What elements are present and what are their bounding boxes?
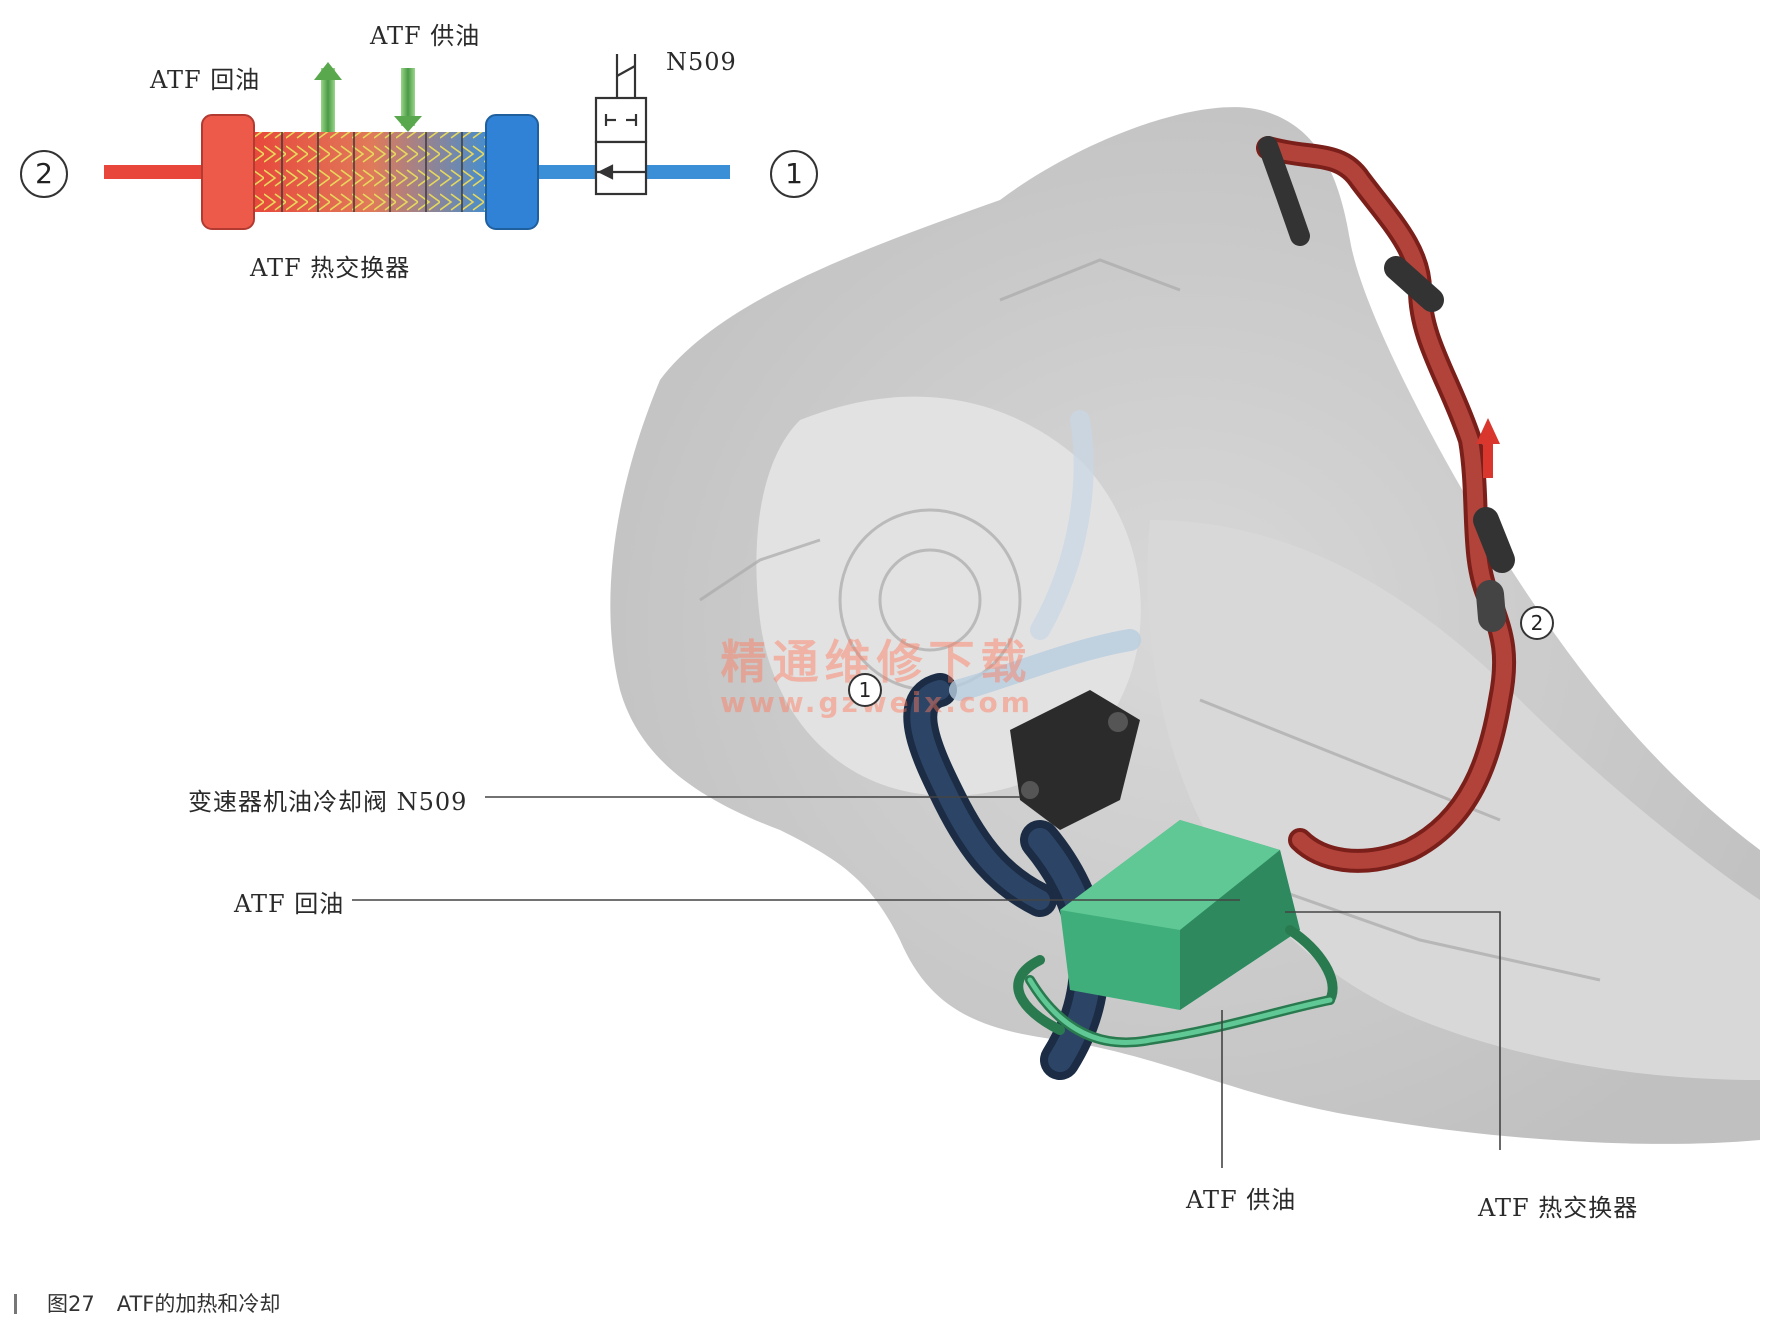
valve-symbol — [594, 54, 648, 196]
schematic-label-exchanger: ATF 热交换器 — [250, 254, 411, 282]
figure-caption: 图27 ATF的加热和冷却 — [14, 1288, 280, 1318]
hot-line — [104, 165, 208, 179]
exchanger-hot-cap — [201, 114, 255, 230]
schematic-label-valve: N509 — [666, 48, 737, 76]
schematic-marker-right: 1 — [770, 150, 818, 198]
callout-supply: ATF 供油 — [1186, 1186, 1297, 1214]
heated-return-pipe — [1256, 136, 1517, 873]
flow-up-arrow-icon — [1476, 418, 1500, 478]
schematic-label-return: ATF 回油 — [150, 66, 261, 94]
exchanger-cold-cap — [485, 114, 539, 230]
caption-figure-number: 图27 — [47, 1292, 95, 1316]
caption-bar — [14, 1294, 17, 1314]
schematic — [104, 54, 730, 230]
watermark: 精通维修下载 www.gzweix.com — [720, 626, 1033, 719]
callout-valve: 变速器机油冷却阀 N509 — [188, 788, 468, 816]
photo-marker-1: 1 — [848, 673, 882, 707]
atf-heat-exchanger-3d — [1013, 820, 1338, 1048]
leader-lines — [352, 796, 1501, 1168]
caption-title: ATF的加热和冷却 — [116, 1292, 281, 1316]
schematic-marker-left: 2 — [20, 150, 68, 198]
photo-marker-2: 2 — [1520, 606, 1554, 640]
schematic-label-supply: ATF 供油 — [370, 22, 481, 50]
callout-return: ATF 回油 — [234, 890, 345, 918]
callout-exchanger: ATF 热交换器 — [1478, 1194, 1639, 1222]
cooling-valve-n509 — [1010, 690, 1140, 830]
supply-arrow-icon — [394, 116, 422, 132]
return-arrow-icon — [314, 62, 342, 80]
